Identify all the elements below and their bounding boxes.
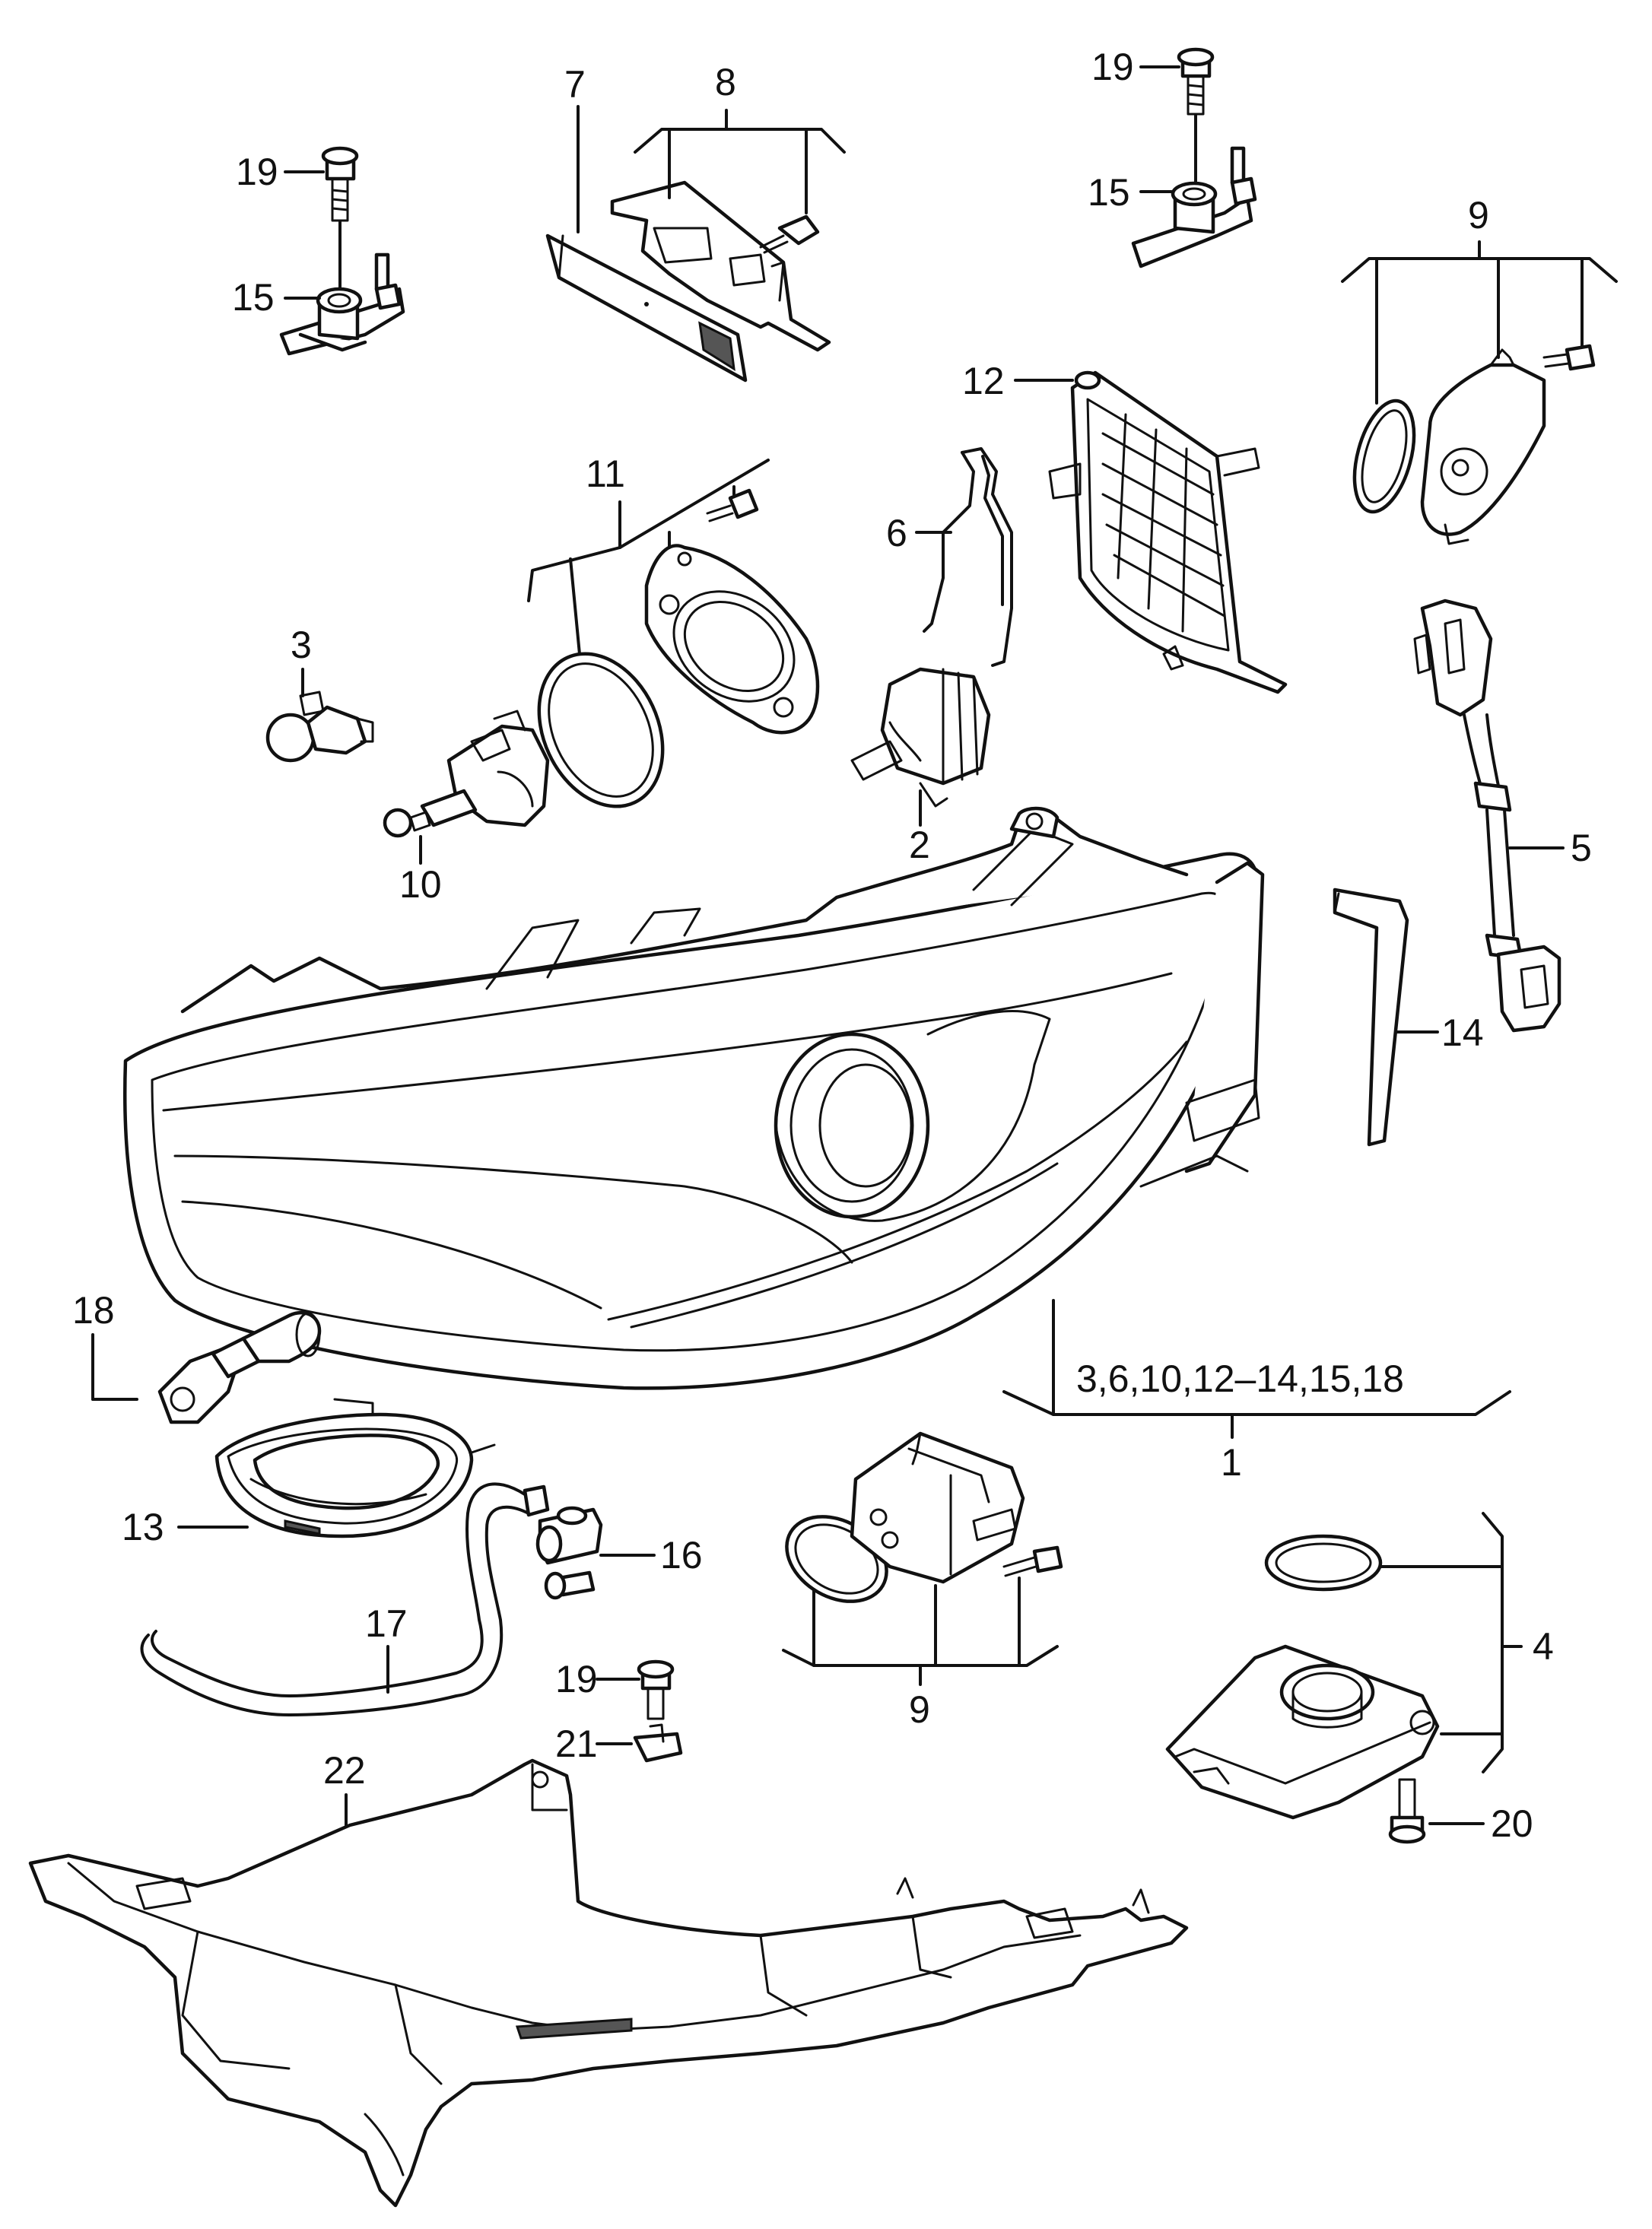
callout-18: 18 (72, 1289, 115, 1332)
callout-16: 16 (660, 1534, 703, 1576)
callout-9-bottom: 9 (909, 1688, 930, 1731)
part-12-grid-cover (1048, 370, 1288, 694)
part-13-cover-cap (214, 1398, 496, 1538)
part-22-mounting-bracket (28, 1758, 1189, 2208)
part-2-xenon-bulb (850, 667, 991, 808)
callout-22: 22 (323, 1749, 366, 1792)
callout-10: 10 (399, 863, 442, 906)
part-18-bulb-socket (157, 1310, 322, 1424)
callout-4: 4 (1533, 1625, 1554, 1668)
part-9-ballast-unit (785, 1431, 1063, 1603)
part-15-adjuster-right (1131, 146, 1257, 268)
callout-13: 13 (122, 1506, 164, 1548)
part-16-connector (535, 1506, 603, 1600)
callout-20: 20 (1491, 1802, 1533, 1845)
callout-3: 3 (291, 624, 312, 666)
part-5-cable-harness (1413, 599, 1561, 1033)
callout-21: 21 (555, 1723, 598, 1765)
callout-15-top-right: 15 (1088, 171, 1130, 214)
part-10-actuator (383, 710, 550, 838)
part-11-flange-and-seal (537, 488, 820, 808)
callout-7: 7 (564, 63, 586, 106)
callout-labels: 19 15 7 8 19 15 9 12 11 6 3 2 10 5 14 18… (72, 46, 1592, 1845)
callout-15-top-left: 15 (232, 276, 275, 319)
headlight-housing (123, 806, 1265, 1390)
callout-17: 17 (365, 1602, 408, 1645)
part-3-bulb (265, 691, 374, 763)
callout-6: 6 (886, 512, 907, 554)
part-4-ballast-with-ring (1165, 1534, 1440, 1844)
leader-lines (91, 65, 1618, 1827)
callout-11: 11 (586, 452, 625, 495)
part-21-clip (633, 1723, 683, 1763)
callout-19-bottom: 19 (555, 1658, 598, 1700)
callout-2: 2 (909, 824, 930, 866)
callout-14: 14 (1441, 1011, 1484, 1054)
part-19-screw-left (321, 146, 359, 222)
part-9-cover-top (1352, 344, 1596, 545)
callout-5: 5 (1571, 827, 1592, 869)
part-6-spring-clip (923, 447, 1013, 667)
part-17-hose (140, 1482, 550, 1716)
part-7-control-unit (545, 233, 748, 383)
part-19-screw-right (1177, 47, 1215, 116)
part-19-screw-bottom (637, 1659, 675, 1720)
callout-1: 1 (1221, 1441, 1242, 1484)
callout-12: 12 (962, 360, 1005, 402)
callout-9-top: 9 (1468, 194, 1489, 237)
part-15-adjuster-left (279, 252, 405, 356)
callout-8: 8 (715, 61, 736, 103)
callout-19-top-left: 19 (236, 151, 278, 193)
part-8-bracket (610, 180, 831, 352)
callout-19-top-right: 19 (1091, 46, 1134, 88)
part-14-seal-strip (1333, 887, 1409, 1147)
callout-1-list: 3,6,10,12–14,15,18 (1076, 1357, 1404, 1400)
